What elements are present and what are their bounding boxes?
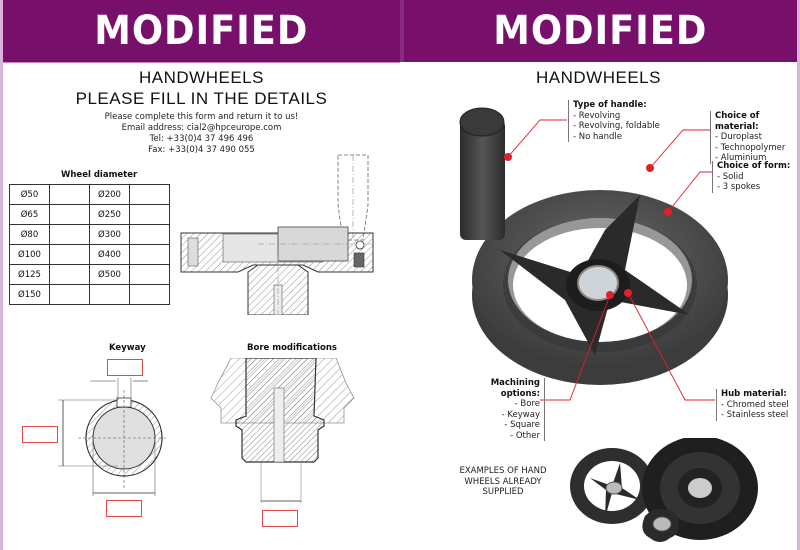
diameter-input[interactable] [49, 224, 90, 245]
bore-modification-input[interactable] [262, 510, 298, 527]
callout-choice-of-form: Choice of form: - Solid - 3 spokes [712, 161, 790, 193]
left-banner-text: MODIFIED [94, 8, 309, 54]
diameter-label: Ø200 [89, 184, 130, 205]
callout-item: - Keyway [501, 409, 540, 420]
table-row: Ø150 [9, 284, 170, 305]
callout-item: - 3 spokes [717, 182, 761, 192]
callout-item: - Revolving [573, 110, 621, 121]
callout-item: - Duroplast [715, 132, 762, 142]
callout-type-of-handle: Type of handle: - Revolving - Revolving,… [568, 100, 660, 142]
callout-item: - Aluminium [715, 153, 767, 163]
callout-hub-material: Hub material: - Chromed steel - Stainles… [716, 389, 789, 421]
bore-modifications-heading: Bore modifications [247, 343, 337, 353]
diameter-label: Ø500 [89, 264, 130, 285]
table-row: Ø80 Ø300 [9, 224, 170, 245]
table-row: Ø65 Ø250 [9, 204, 170, 225]
diameter-label: Ø65 [9, 204, 50, 225]
right-title: HANDWHEELS [536, 68, 661, 87]
diameter-empty [89, 284, 130, 305]
keyway-heading: Keyway [109, 343, 146, 353]
callout-item: - Stainless steel [721, 410, 789, 420]
callout-lines [507, 119, 715, 401]
callout-item: - Other [510, 430, 540, 441]
diameter-input[interactable] [49, 244, 90, 265]
diameter-input[interactable] [129, 264, 170, 285]
right-page: MODIFIED HANDWHEELS [400, 0, 800, 550]
examples-photo [570, 438, 758, 542]
right-banner-text: MODIFIED [493, 8, 708, 54]
title-line-2: PLEASE FILL IN THE DETAILS [75, 89, 328, 108]
diameter-input[interactable] [49, 284, 90, 305]
title-line-1: HANDWHEELS [139, 68, 264, 87]
wheel-diameter-table: Ø50 Ø200 Ø65 Ø250 Ø80 Ø300 Ø100 Ø400 Ø12… [9, 184, 170, 305]
diameter-label: Ø125 [9, 264, 50, 285]
diameter-input[interactable] [129, 244, 170, 265]
contact-info: Please complete this form and return it … [3, 112, 400, 156]
contact-intro: Please complete this form and return it … [104, 112, 299, 122]
table-row: Ø100 Ø400 [9, 244, 170, 265]
examples-caption: EXAMPLES OF HAND WHEELS ALREADY SUPPLIED [459, 466, 547, 497]
bore-diameter-input[interactable] [106, 500, 142, 517]
keyway-drawing [58, 378, 168, 496]
diameter-input[interactable] [129, 184, 170, 205]
diameter-label: Ø50 [9, 184, 50, 205]
diameter-label: Ø80 [9, 224, 50, 245]
handwheel-section-drawing [180, 154, 374, 315]
callout-heading: Machining options: [490, 378, 540, 399]
diameter-label: Ø150 [9, 284, 50, 305]
callout-heading: Choice of material: [715, 111, 760, 132]
bore-modification-drawing [210, 358, 355, 503]
callout-item: - Chromed steel [721, 399, 789, 410]
diameter-label: Ø250 [89, 204, 130, 225]
diameter-empty [129, 284, 170, 305]
diameter-label: Ø100 [9, 244, 50, 265]
wheel-diameter-heading: Wheel diameter [61, 170, 138, 180]
callout-item: - Square [504, 420, 540, 430]
table-row: Ø125 Ø500 [9, 264, 170, 285]
callout-heading: Hub material: [721, 389, 787, 399]
keyway-width-input[interactable] [107, 359, 143, 376]
callout-heading: Type of handle: [573, 100, 647, 110]
left-page: MODIFIED HANDWHEELS PLEASE FILL IN THE D… [0, 0, 400, 550]
callout-item: - No handle [573, 131, 622, 142]
contact-tel: Tel: +33(0)4 37 496 496 [149, 134, 254, 144]
diameter-input[interactable] [49, 204, 90, 225]
callout-item: - Revolving, foldable [573, 121, 660, 131]
contact-email[interactable]: Email address: cial2@hpceurope.com [121, 123, 282, 133]
diameter-input[interactable] [129, 224, 170, 245]
contact-fax: Fax: +33(0)4 37 490 055 [148, 145, 255, 155]
diameter-input[interactable] [49, 264, 90, 285]
handwheel-photo [459, 107, 728, 385]
callout-item: - Solid [717, 171, 744, 182]
callout-item: - Bore [514, 399, 540, 409]
callout-machining-options: Machining options: - Bore - Keyway - Squ… [456, 378, 545, 441]
callout-choice-of-material: Choice of material: - Duroplast - Techno… [710, 111, 797, 164]
callout-item: - Technopolymer [715, 142, 786, 153]
left-banner: MODIFIED [3, 0, 400, 63]
right-banner: MODIFIED [400, 0, 797, 62]
keyway-depth-input[interactable] [22, 426, 58, 443]
diameter-label: Ø300 [89, 224, 130, 245]
left-title: HANDWHEELS PLEASE FILL IN THE DETAILS [3, 67, 400, 109]
diameter-input[interactable] [129, 204, 170, 225]
table-row: Ø50 Ø200 [9, 184, 170, 205]
diameter-input[interactable] [49, 184, 90, 205]
diameter-label: Ø400 [89, 244, 130, 265]
callout-heading: Choice of form: [717, 161, 791, 171]
